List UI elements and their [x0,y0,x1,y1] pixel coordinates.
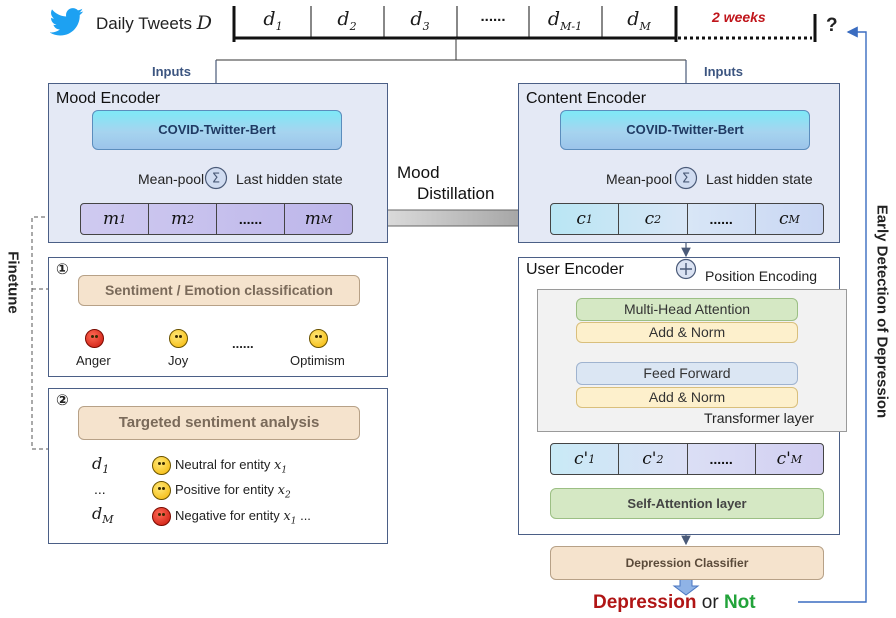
early-detection-label: Early Detection of Depression [873,204,891,419]
twitter-bird-icon [50,8,84,36]
position-add-icon [675,258,697,280]
content-encoder-bert-block: COVID-Twitter-Bert [560,110,810,150]
mood-encoder-title: Mood Encoder [56,90,161,107]
positive-emoji-icon [152,481,171,500]
anger-emoji-icon [85,329,104,348]
multi-head-attention-block: Multi-Head Attention [576,298,798,321]
timeline-cell: d3 [410,8,430,33]
mood-encoder-bert-block: COVID-Twitter-Bert [92,110,342,150]
two-weeks-label: 2 weeks [712,9,766,25]
mood-mean-pool-label: Mean-pool [138,171,205,187]
negative-emoji-icon [152,507,171,526]
task2-number: ② [56,392,69,409]
timeline-cell: dM-1 [547,8,583,33]
mood-vector-cell: ...... [217,204,285,234]
or-output: or [701,592,719,613]
output-label: Depression or Not [593,592,756,614]
neutral-for-entity-text: Neutral for entity x1 [175,457,288,476]
position-encoding-label: Position Encoding [705,268,818,284]
content-vector-cell: ...... [688,204,756,234]
task2-doc-m: dM [92,504,114,527]
joy-label: Joy [168,353,189,368]
svg-text:Σ: Σ [212,172,220,187]
timeline-cell: d1 [263,8,283,33]
mood-sum-icon: Σ [204,166,228,190]
unknown-future-question: ? [826,15,838,36]
user-vector-cell: c'1 [551,444,620,474]
self-attention-layer-block: Self-Attention layer [550,488,824,519]
mood-distillation-label-2: Distillation [417,184,495,203]
sentiment-emotion-classification-block: Sentiment / Emotion classification [78,275,360,306]
content-sum-icon: Σ [674,166,698,190]
timeline-cell: d2 [337,8,357,33]
feed-forward-block: Feed Forward [576,362,798,385]
add-norm-block-2: Add & Norm [576,387,798,408]
daily-tweets-label: Daily Tweets D [96,12,213,34]
mood-last-hidden-label: Last hidden state [236,171,343,187]
not-output: Not [723,592,756,613]
daily-tweets-symbol: D [196,12,213,34]
positive-for-entity-text: Positive for entity x2 [175,482,291,501]
content-mean-pool-label: Mean-pool [606,171,673,187]
task1-number: ① [56,261,69,278]
joy-emoji-icon [169,329,188,348]
transformer-layer-label: Transformer layer [704,410,814,426]
depression-classifier-block: Depression Classifier [550,546,824,580]
content-last-hidden-label: Last hidden state [706,171,813,187]
content-encoder-title: Content Encoder [526,90,647,107]
depression-output: Depression [593,592,697,613]
timeline-cell: dM [627,8,651,33]
user-vector-cell: ...... [688,444,756,474]
timeline-cell: ...... [480,8,506,25]
add-norm-block-1: Add & Norm [576,322,798,343]
optimism-label: Optimism [290,353,345,368]
mood-distillation-label-1: Mood [397,163,440,182]
inputs-left-label: Inputs [152,64,191,79]
negative-for-entity-text: Negative for entity x1 ... [175,508,311,527]
optimism-emoji-icon [309,329,328,348]
user-vector-cell: c'2 [619,444,688,474]
ellipsis-label: ...... [232,336,254,351]
neutral-emoji-icon [152,456,171,475]
user-vector-cell: c'M [776,449,803,469]
anger-label: Anger [76,353,111,368]
task2-doc-ellipsis: ... [94,481,106,497]
task2-doc-1: d1 [92,454,110,477]
inputs-right-label: Inputs [704,64,743,79]
finetune-label: Finetune [4,251,22,314]
svg-text:Σ: Σ [682,172,690,187]
user-encoder-title: User Encoder [526,261,624,278]
targeted-sentiment-analysis-block: Targeted sentiment analysis [78,406,360,440]
